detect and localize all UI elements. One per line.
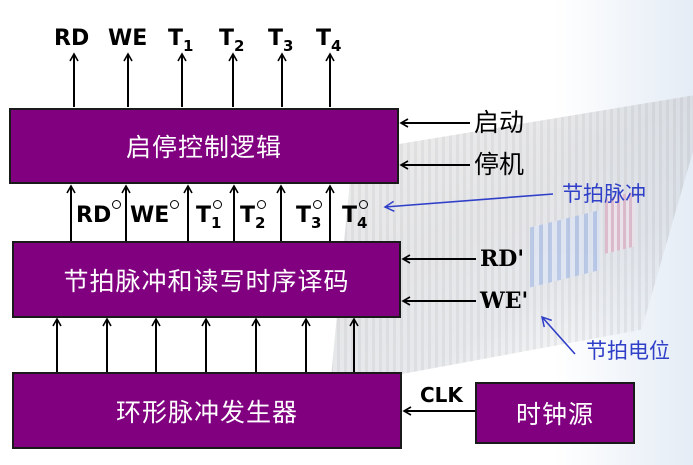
output-label-t3: T3: [268, 26, 294, 55]
signal-label-t2: T2: [240, 200, 267, 231]
rd-prime-label: RD': [480, 246, 525, 272]
inverted-marker: [359, 200, 369, 209]
inverted-marker: [112, 200, 122, 209]
output-label-t1: T1: [168, 26, 194, 55]
block-label: 节拍脉冲和读写时序译码: [63, 266, 350, 296]
signal-label-t1: T1: [196, 200, 223, 231]
beat-level-pointer: [540, 315, 576, 355]
pulse-rw-timing-decoder-block: 节拍脉冲和读写时序译码: [12, 241, 401, 318]
beat-pulse-pointer: [383, 193, 554, 212]
clk-label: CLK: [420, 383, 463, 407]
clock-source-block: 时钟源: [475, 382, 635, 444]
block-label: 环形脉冲发生器: [115, 397, 298, 427]
output-label-rd: RD: [54, 26, 90, 51]
start-label: 启动: [474, 108, 525, 137]
inverted-marker: [257, 200, 267, 209]
output-label-t4: T4: [316, 26, 342, 55]
ring-output-arrows: [52, 317, 359, 372]
beat-pulse-annotation: 节拍脉冲: [562, 182, 646, 206]
block-label: 时钟源: [515, 400, 594, 429]
inverted-marker: [170, 200, 180, 209]
ring-pulse-generator-block: 环形脉冲发生器: [12, 372, 402, 449]
stop-label: 停机: [474, 150, 525, 179]
output-label-t2: T2: [219, 26, 245, 55]
signal-label-t4: T4: [342, 200, 369, 231]
top-output-arrows: [69, 52, 335, 107]
inverted-marker: [213, 200, 223, 209]
intermediate-signal-arrows: [66, 184, 335, 241]
beat-level-annotation: 节拍电位: [586, 339, 670, 363]
block-label: 启停控制逻辑: [125, 133, 282, 162]
inverted-marker: [313, 200, 323, 209]
signal-label-we: WE: [130, 200, 180, 227]
signal-label-t3: T3: [296, 200, 323, 231]
we-prime-label: WE': [480, 288, 529, 314]
start-stop-control-logic-block: 启停控制逻辑: [9, 108, 399, 184]
output-label-we: WE: [108, 26, 148, 51]
signal-label-rd: RD: [76, 200, 122, 227]
